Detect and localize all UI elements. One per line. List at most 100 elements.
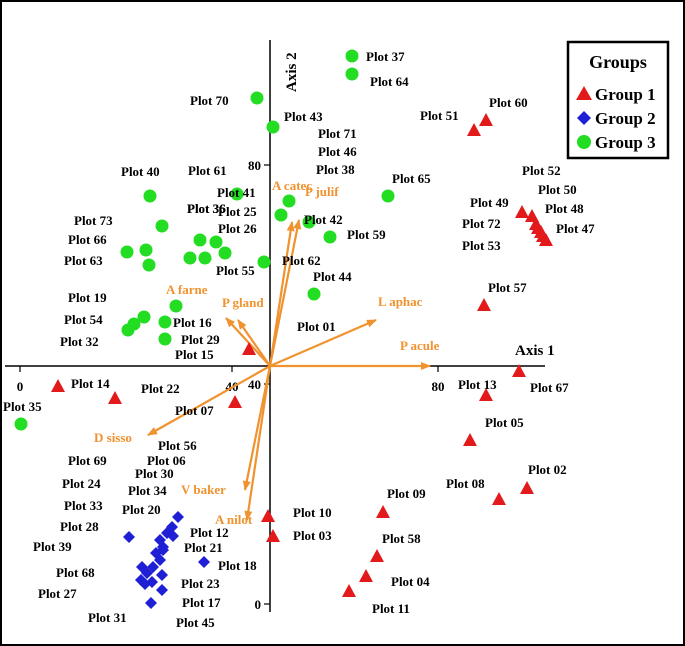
point-label-plot-02: Plot 02 [528, 462, 567, 477]
point-label-plot-53: Plot 53 [462, 238, 501, 253]
vector-label-v-baker: V baker [181, 482, 226, 497]
point-label-plot-28: Plot 28 [60, 519, 99, 534]
point-label-plot-46: Plot 46 [318, 144, 357, 159]
vector-p-gland [237, 319, 271, 367]
vector-d-sisso [147, 365, 271, 436]
point-plot-10 [261, 509, 275, 522]
point-label-plot-54: Plot 54 [64, 312, 103, 327]
vector-label-p-julif: P julif [305, 184, 339, 199]
point-label-plot-11: Plot 11 [372, 601, 410, 616]
point-plot-04 [359, 569, 373, 582]
point-label-plot-48: Plot 48 [545, 201, 584, 216]
vector-a-farne [225, 317, 271, 367]
point-label-plot-66: Plot 66 [68, 232, 107, 247]
point-label-plot-64: Plot 64 [370, 74, 409, 89]
point-plot-35 [51, 379, 65, 392]
point-label-plot-59: Plot 59 [347, 227, 386, 242]
point-label-plot-50: Plot 50 [538, 182, 577, 197]
point-plot-46 [218, 246, 232, 260]
point-plot-18 [167, 530, 179, 542]
point-label-plot-71: Plot 71 [318, 126, 357, 141]
point-plot-16 [158, 315, 172, 329]
point-plot-28 [139, 578, 151, 590]
point-plot-19 [183, 251, 197, 265]
point-plot-70 [250, 91, 264, 105]
point-label-plot-29: Plot 29 [181, 332, 220, 347]
point-label-plot-35: Plot 35 [3, 399, 42, 414]
point-label-plot-20: Plot 20 [122, 502, 161, 517]
point-label-plot-61: Plot 61 [188, 163, 227, 178]
point-label-plot-36: Plot 36 [187, 201, 226, 216]
point-label-plot-67: Plot 67 [530, 380, 569, 395]
point-label-plot-07: Plot 07 [175, 403, 214, 418]
point-label-plot-08: Plot 08 [446, 476, 485, 491]
y-tick-label: 0 [255, 597, 262, 612]
point-plot-73 [209, 235, 223, 249]
point-plot-40 [143, 189, 157, 203]
point-plot-20 [172, 511, 184, 523]
vector-label-a-nilot: A nilot [215, 512, 253, 527]
point-label-plot-19: Plot 19 [68, 290, 107, 305]
point-label-plot-05: Plot 05 [485, 415, 524, 430]
vector-label-d-sisso: D sisso [94, 430, 132, 445]
point-plot-13 [479, 388, 493, 401]
point-plot-36 [157, 544, 169, 556]
vector-p-julif [268, 219, 302, 367]
point-plot-68 [198, 556, 210, 568]
point-plot-61 [193, 233, 207, 247]
point-label-plot-49: Plot 49 [470, 195, 509, 210]
legend-marker-group-2 [577, 111, 591, 125]
point-plot-66 [120, 245, 134, 259]
point-label-plot-73: Plot 73 [74, 213, 113, 228]
point-label-plot-26: Plot 26 [218, 221, 257, 236]
point-label-plot-09: Plot 09 [387, 486, 426, 501]
point-plot-63 [139, 243, 153, 257]
point-label-plot-51: Plot 51 [420, 108, 459, 123]
point-label-plot-17: Plot 17 [182, 595, 221, 610]
point-label-plot-18: Plot 18 [218, 558, 257, 573]
point-label-plot-69: Plot 69 [68, 453, 107, 468]
point-label-plot-06: Plot 06 [147, 453, 186, 468]
point-plot-37 [345, 49, 359, 63]
vector-l-aphac [269, 318, 377, 368]
point-label-plot-37: Plot 37 [366, 49, 405, 64]
vector-a-nilot [244, 365, 272, 521]
point-plot-65 [381, 189, 395, 203]
point-label-plot-70: Plot 70 [190, 93, 229, 108]
point-label-plot-16: Plot 16 [173, 315, 212, 330]
point-label-plot-60: Plot 60 [489, 95, 528, 110]
point-plot-38 [121, 323, 135, 337]
point-label-plot-62: Plot 62 [282, 253, 321, 268]
point-plot-64 [345, 67, 359, 81]
point-label-plot-42: Plot 42 [304, 212, 343, 227]
vector-label-l-aphac: L aphac [378, 294, 423, 309]
point-plot-26 [274, 208, 288, 222]
point-plot-52 [515, 205, 529, 218]
point-plot-51 [467, 123, 481, 136]
point-plot-47 [539, 233, 553, 246]
point-plot-14 [108, 391, 122, 404]
point-label-plot-14: Plot 14 [71, 376, 110, 391]
legend-marker-group-3 [577, 135, 591, 149]
point-label-plot-34: Plot 34 [128, 483, 167, 498]
point-label-plot-39: Plot 39 [33, 539, 72, 554]
point-plot-27 [123, 531, 135, 543]
point-plot-43 [266, 120, 280, 134]
legend-title: Groups [589, 52, 647, 72]
point-plot-31 [136, 561, 148, 573]
legend-label-group-3: Group 3 [595, 133, 656, 152]
point-label-plot-10: Plot 10 [293, 505, 332, 520]
point-plot-11 [342, 584, 356, 597]
x-tick-label: 80 [432, 379, 445, 394]
point-label-plot-04: Plot 04 [391, 574, 430, 589]
point-plot-05 [463, 433, 477, 446]
point-plot-62 [307, 287, 321, 301]
point-plot-59 [323, 230, 337, 244]
point-plot-56 [154, 554, 166, 566]
y-tick-label: 40 [248, 377, 261, 392]
point-plot-07 [228, 395, 242, 408]
point-label-plot-32: Plot 32 [60, 334, 99, 349]
